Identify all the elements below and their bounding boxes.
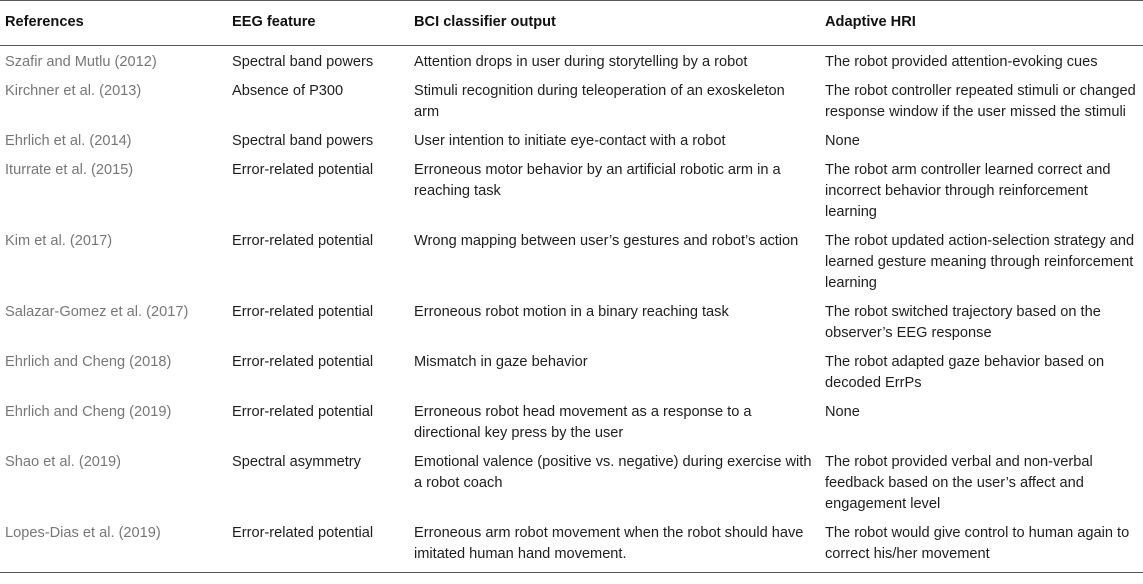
header-adaptive-hri: Adaptive HRI [819, 0, 1143, 46]
reference-cell[interactable]: Ehrlich et al. (2014) [5, 133, 132, 149]
reference-cell[interactable]: Ehrlich and Cheng (2018) [5, 354, 172, 370]
table-row: Ehrlich and Cheng (2018) Error-related p… [0, 351, 1143, 401]
reference-cell[interactable]: Iturrate et al. (2015) [5, 162, 134, 178]
eeg-feature-cell: Spectral band powers [232, 54, 374, 70]
classifier-output-cell: Erroneous motor behavior by an artificia… [414, 162, 781, 199]
eeg-feature-cell: Error-related potential [232, 304, 374, 320]
header-eeg-feature: EEG feature [226, 0, 408, 46]
table-row: Ehrlich et al. (2014) Spectral band powe… [0, 130, 1143, 159]
classifier-output-cell: Stimuli recognition during teleoperation… [414, 83, 785, 120]
eeg-feature-cell: Spectral asymmetry [232, 454, 361, 470]
adaptive-hri-cell: The robot adapted gaze behavior based on… [825, 354, 1105, 391]
table-header: References EEG feature BCI classifier ou… [0, 0, 1143, 46]
reference-cell[interactable]: Szafir and Mutlu (2012) [5, 54, 157, 70]
eeg-feature-cell: Error-related potential [232, 404, 374, 420]
adaptive-hri-cell: The robot arm controller learned correct… [825, 162, 1111, 220]
classifier-output-cell: User intention to initiate eye-contact w… [414, 133, 726, 149]
classifier-output-cell: Mismatch in gaze behavior [414, 354, 588, 370]
eeg-feature-cell: Error-related potential [232, 162, 374, 178]
adaptive-hri-cell: The robot updated action-selection strat… [825, 233, 1135, 291]
reference-cell[interactable]: Salazar-Gomez et al. (2017) [5, 304, 189, 320]
reference-cell[interactable]: Kim et al. (2017) [5, 233, 113, 249]
adaptive-hri-cell: None [825, 133, 860, 149]
header-row: References EEG feature BCI classifier ou… [0, 0, 1143, 46]
header-bci-classifier-output: BCI classifier output [408, 0, 819, 46]
table-row: Ehrlich and Cheng (2019) Error-related p… [0, 401, 1143, 451]
classifier-output-cell: Attention drops in user during storytell… [414, 54, 748, 70]
eeg-feature-cell: Absence of P300 [232, 83, 344, 99]
adaptive-hri-cell: The robot controller repeated stimuli or… [825, 83, 1136, 120]
classifier-output-cell: Wrong mapping between user’s gestures an… [414, 233, 799, 249]
reference-cell[interactable]: Kirchner et al. (2013) [5, 83, 142, 99]
adaptive-hri-cell: The robot switched trajectory based on t… [825, 304, 1101, 341]
table-row: Iturrate et al. (2015) Error-related pot… [0, 159, 1143, 230]
header-references: References [0, 0, 226, 46]
reference-cell[interactable]: Shao et al. (2019) [5, 454, 122, 470]
adaptive-hri-cell: The robot provided verbal and non-verbal… [825, 454, 1093, 512]
adaptive-hri-cell: The robot would give control to human ag… [819, 522, 1143, 573]
adaptive-hri-cell: The robot provided attention-evoking cue… [825, 54, 1098, 70]
table-row: Kim et al. (2017) Error-related potentia… [0, 230, 1143, 301]
classifier-output-cell: Erroneous robot motion in a binary reach… [414, 304, 729, 320]
eeg-feature-cell: Spectral band powers [232, 133, 374, 149]
eeg-feature-cell: Error-related potential [232, 233, 374, 249]
eeg-feature-cell: Error-related potential [232, 354, 374, 370]
adaptive-hri-cell: None [825, 404, 860, 420]
table-row: Kirchner et al. (2013) Absence of P300 S… [0, 80, 1143, 130]
table-body: Szafir and Mutlu (2012) Spectral band po… [0, 46, 1143, 573]
reference-cell[interactable]: Ehrlich and Cheng (2019) [5, 404, 172, 420]
classifier-output-cell: Erroneous arm robot movement when the ro… [408, 522, 819, 573]
reference-cell[interactable]: Lopes-Dias et al. (2019) [0, 522, 226, 573]
table-row: Shao et al. (2019) Spectral asymmetry Em… [0, 451, 1143, 522]
table-row: Szafir and Mutlu (2012) Spectral band po… [0, 46, 1143, 81]
table-row: Salazar-Gomez et al. (2017) Error-relate… [0, 301, 1143, 351]
classifier-output-cell: Erroneous robot head movement as a respo… [414, 404, 752, 441]
table-row: Lopes-Dias et al. (2019) Error-related p… [0, 522, 1143, 573]
classifier-output-cell: Emotional valence (positive vs. negative… [414, 454, 812, 491]
eeg-feature-cell: Error-related potential [226, 522, 408, 573]
